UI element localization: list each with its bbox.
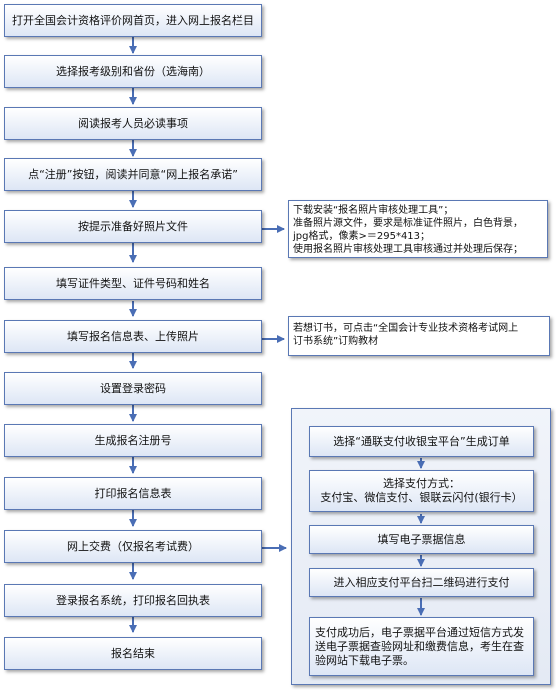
pay-step-scan-qr: 进入相应支付平台扫二维码进行支付 [309, 568, 534, 597]
step-print-info: 打印报名信息表 [4, 477, 262, 510]
step-read-notice: 阅读报考人员必读事项 [4, 107, 262, 140]
step-online-payment: 网上交费（仅报名考试费） [4, 530, 262, 563]
step-prepare-photo: 按提示准备好照片文件 [4, 210, 262, 243]
pay-step-generate-order: 选择“通联支付收银宝平台”生成订单 [309, 426, 534, 457]
step-print-receipt: 登录报名系统，打印报名回执表 [4, 584, 262, 617]
book-order-note: 若想订书，可点击“全国会计专业技术资格考试网上 订书系统”订购教材 [288, 316, 550, 356]
step-finish: 报名结束 [4, 637, 262, 670]
step-register: 点“注册”按钮，阅读并同意“网上报名承诺” [4, 158, 262, 191]
step-fill-form-upload: 填写报名信息表、上传照片 [4, 320, 262, 353]
step-fill-id: 填写证件类型、证件号码和姓名 [4, 267, 262, 300]
pay-step-download-receipt: 支付成功后，电子票据平台通过短信方式发送电子票据查验网址和缴费信息，考生在查验网… [309, 617, 534, 676]
step-generate-number: 生成报名注册号 [4, 424, 262, 457]
step-set-password: 设置登录密码 [4, 372, 262, 405]
pay-step-choose-method: 选择支付方式： 支付宝、微信支付、银联云闪付(银行卡） [309, 470, 534, 512]
step-open-homepage: 打开全国会计资格评价网首页，进入网上报名栏目 [4, 4, 262, 37]
step-select-level-province: 选择报考级别和省份（选海南） [4, 55, 262, 88]
photo-note: 下载安装“报名照片审核处理工具”； 准备照片源文件，要求是标准证件照片，白色背景… [288, 200, 548, 258]
pay-step-fill-invoice: 填写电子票据信息 [309, 525, 534, 554]
